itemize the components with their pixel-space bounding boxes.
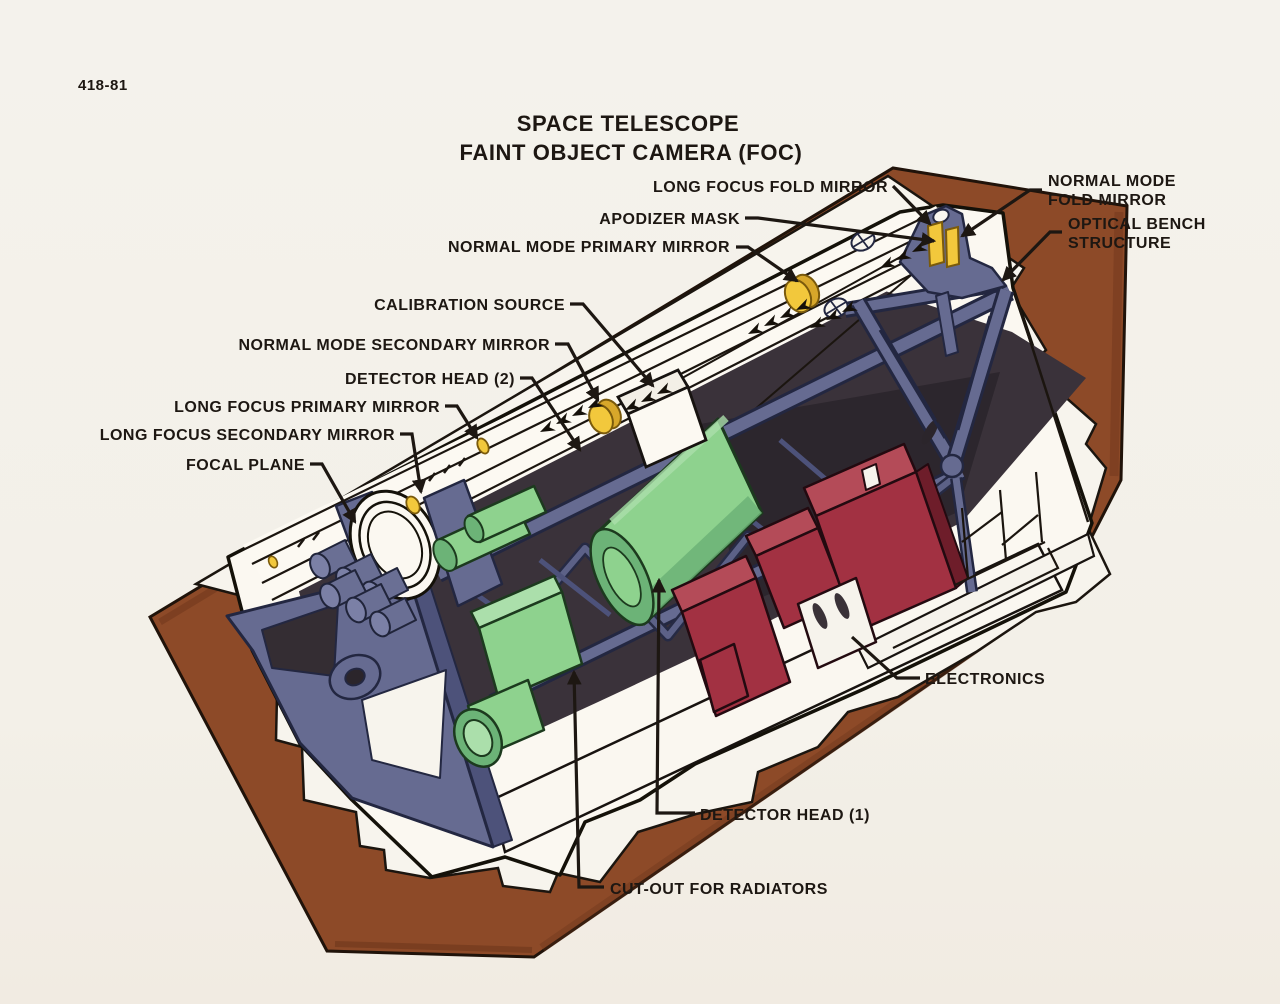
leader-detector-head-1 (651, 577, 695, 815)
label-normal-mode-primary-mirror: NORMAL MODE PRIMARY MIRROR (448, 239, 730, 256)
detector-assemblies-green (432, 415, 764, 768)
tube-bundle (309, 539, 417, 638)
leader-long-focus-secondary-mirror (400, 432, 427, 495)
label-long-focus-secondary-mirror: LONG FOCUS SECONDARY MIRROR (100, 427, 395, 444)
label-normal-mode-fold-mirror-line1: NORMAL MODE (1048, 173, 1176, 190)
lower-cylinder (453, 678, 546, 768)
leader-detector-head-2 (520, 376, 582, 452)
leader-calibration-source (570, 302, 655, 388)
small-mirror-disc (405, 495, 421, 515)
near-wall-strip (490, 289, 1096, 854)
label-calibration-source: CALIBRATION SOURCE (374, 297, 565, 314)
label-electronics: ELECTRONICS (925, 671, 1045, 688)
page-title-line1: SPACE TELESCOPE (517, 111, 740, 136)
pulley-wheels (823, 230, 876, 319)
upper-small-cylinders (432, 484, 548, 572)
leader-long-focus-fold-mirror (891, 184, 932, 226)
label-detector-head-1: DETECTOR HEAD (1) (700, 807, 870, 824)
green-equipment-box (469, 574, 584, 702)
label-optical-bench-structure-line2: STRUCTURE (1068, 235, 1171, 252)
electronics-boxes-red (670, 442, 969, 718)
normal-mode-secondary-mirror-disc (588, 398, 622, 435)
page-title-line2: FAINT OBJECT CAMERA (FOC) (460, 140, 803, 165)
leader-optical-bench-structure (1001, 230, 1062, 282)
label-normal-mode-fold-mirror-line2: FOLD MIRROR (1048, 192, 1166, 209)
long-focus-secondary-mirror-disc (267, 555, 279, 569)
long-focus-primary-mirror-disc (476, 437, 490, 455)
label-apodizer-mask: APODIZER MASK (599, 211, 740, 228)
leader-normal-mode-fold-mirror (960, 188, 1042, 238)
leader-long-focus-primary-mirror (445, 404, 479, 440)
leader-apodizer-mask (745, 216, 937, 247)
tube-tick-marks (297, 457, 466, 548)
label-normal-mode-secondary-mirror: NORMAL MODE SECONDARY MIRROR (239, 337, 551, 354)
detector-head-2-box (616, 368, 708, 469)
label-long-focus-fold-mirror: LONG FOCUS FOLD MIRROR (653, 179, 888, 196)
leader-focal-plane (310, 462, 357, 524)
leader-cut-out-for-radiators (566, 669, 604, 889)
a-frame (843, 276, 1015, 593)
light-path-arrows (540, 240, 928, 432)
leader-electronics (850, 635, 920, 680)
annotation-layer: 418-81 SPACE TELESCOPE FAINT OBJECT CAME… (78, 77, 1206, 898)
label-cut-out-for-radiators: CUT-OUT FOR RADIATORS (610, 881, 828, 898)
label-detector-head-2: DETECTOR HEAD (2) (345, 371, 515, 388)
label-focal-plane: FOCAL PLANE (186, 457, 305, 474)
figure-number: 418-81 (78, 77, 128, 94)
label-optical-bench-structure-line1: OPTICAL BENCH (1068, 216, 1206, 233)
leader-normal-mode-primary-mirror (736, 245, 799, 283)
end-plate (225, 569, 513, 849)
leader-normal-mode-secondary-mirror (555, 342, 600, 402)
mirrors-yellow (267, 220, 961, 569)
white-bracket (796, 576, 878, 670)
label-long-focus-primary-mirror: LONG FOCUS PRIMARY MIRROR (174, 399, 440, 416)
ladder-struts (954, 471, 1046, 586)
